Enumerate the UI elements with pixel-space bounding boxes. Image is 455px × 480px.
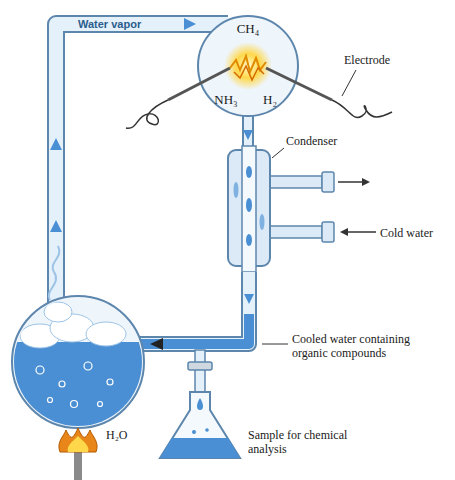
water-drop: [197, 398, 203, 410]
formula-label: H₂O: [106, 428, 128, 442]
spark-glow: [224, 42, 272, 90]
part-label: Electrode: [344, 53, 390, 67]
arrowhead: [362, 178, 370, 186]
wire: [332, 100, 392, 117]
arrowhead: [340, 228, 348, 236]
bubbles: [36, 362, 113, 408]
bubble: [107, 379, 113, 385]
port-nozzle: [322, 172, 334, 192]
steam: [20, 302, 126, 348]
flow-arrow: [150, 338, 163, 350]
flow-line: [346, 231, 376, 233]
flow-label: Water vapor: [76, 17, 143, 31]
stopcock-tube: [195, 350, 205, 392]
gas-formula: NH₃: [214, 93, 237, 107]
return-tube-inner: [138, 272, 249, 344]
flow-arrow: [184, 18, 196, 30]
flow-arrow: [50, 220, 62, 232]
bubble: [36, 366, 44, 374]
bubble: [84, 362, 92, 370]
gas-formula: H₂: [263, 93, 277, 107]
flame-core: [68, 436, 89, 452]
flow-arrow: [50, 138, 62, 150]
condenser-inner-tube: [242, 146, 256, 272]
spark-chamber: [198, 16, 298, 116]
water-drop: [246, 198, 252, 212]
flame: [59, 428, 97, 452]
wire: [126, 100, 168, 128]
bubble: [48, 398, 53, 403]
part-label: Sample for chemical analysis: [248, 428, 363, 456]
stopcock: [188, 362, 212, 370]
burner-stand: [74, 452, 82, 480]
splash: [192, 430, 196, 434]
part-label: Cooled water containing organic compound…: [292, 332, 417, 360]
flow-line: [338, 181, 364, 183]
steam-plume: [49, 246, 60, 300]
gas-formula: CH₄: [237, 22, 260, 36]
bubble: [59, 381, 65, 387]
water-drop: [246, 234, 252, 246]
leader-line: [262, 344, 288, 345]
cooled-water: [138, 314, 249, 344]
water-drop: [246, 166, 252, 178]
bubble: [98, 402, 103, 407]
water-drop: [260, 214, 265, 230]
part-label: Condenser: [286, 134, 337, 148]
steam-cloud: [86, 322, 126, 346]
leader-line: [272, 148, 284, 158]
flow-arrow: [243, 130, 253, 140]
condenser-port: [270, 176, 322, 188]
port-nozzle: [322, 222, 334, 242]
sample-liquid: [160, 438, 240, 458]
leader-line: [342, 70, 356, 96]
splash: [205, 428, 209, 432]
water-drop: [234, 182, 239, 198]
return-tube: [138, 272, 249, 344]
spark: [234, 66, 264, 80]
condenser-port: [270, 226, 322, 238]
boiling-water: [10, 342, 150, 432]
part-label: Cold water: [380, 226, 440, 240]
sample-flask: [160, 392, 240, 458]
steam-cloud: [44, 302, 72, 322]
bubble: [71, 401, 78, 408]
flow-arrow: [244, 294, 254, 304]
